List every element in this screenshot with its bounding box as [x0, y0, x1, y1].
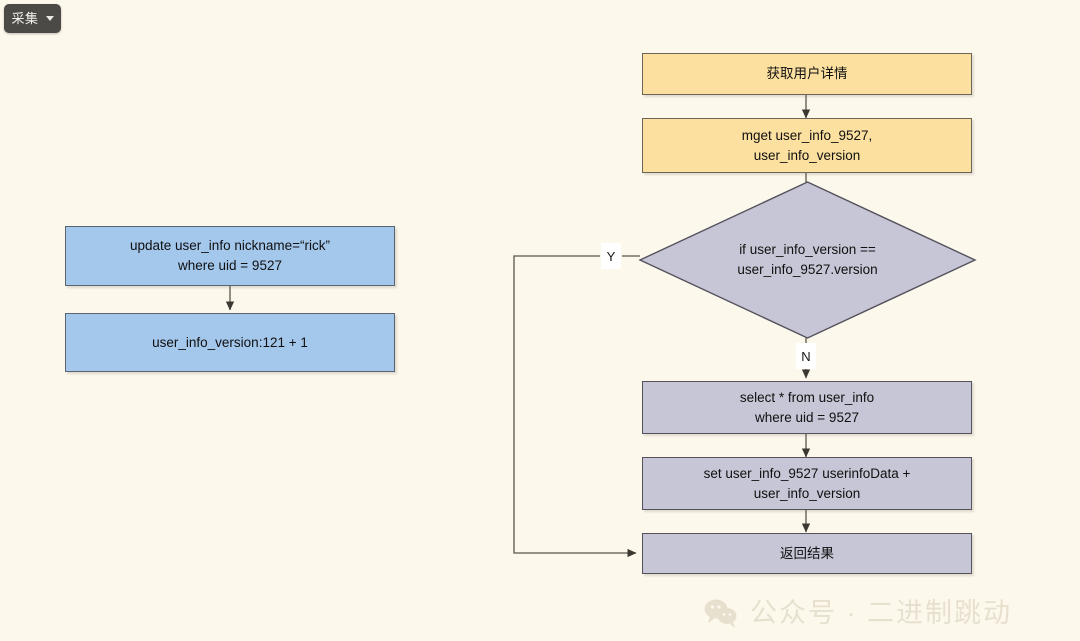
node-set-cache[interactable]: set user_info_9527 userinfoData + user_i…: [642, 457, 972, 510]
node-update-user-info[interactable]: update user_info nickname=“rick” where u…: [65, 226, 395, 286]
node-return-result-label: 返回结果: [780, 545, 834, 561]
node-return-result[interactable]: 返回结果: [642, 533, 972, 574]
chevron-down-icon: [45, 16, 54, 21]
watermark-text: 公众号 · 二进制跳动: [750, 597, 1012, 628]
edge-label-yes: Y: [601, 243, 621, 269]
node-get-user-detail[interactable]: 获取用户详情: [642, 53, 972, 95]
node-version-check[interactable]: if user_info_version == user_info_9527.v…: [638, 181, 977, 339]
node-set-cache-label: set user_info_9527 userinfoData + user_i…: [703, 465, 911, 501]
node-mget-cache[interactable]: mget user_info_9527, user_info_version: [642, 118, 972, 173]
node-select-user-info-label: select * from user_info where uid = 9527: [739, 389, 875, 425]
node-update-user-info-label: update user_info nickname=“rick” where u…: [130, 238, 330, 273]
capture-button[interactable]: 采集: [4, 4, 61, 33]
node-select-user-info[interactable]: select * from user_info where uid = 9527: [642, 381, 972, 434]
node-user-info-version-label: user_info_version:121 + 1: [152, 334, 308, 350]
wechat-icon: [704, 599, 737, 628]
edge-label-no: N: [796, 343, 816, 369]
node-user-info-version[interactable]: user_info_version:121 + 1: [65, 313, 395, 372]
capture-button-label: 采集: [11, 11, 39, 26]
node-get-user-detail-label: 获取用户详情: [766, 66, 848, 82]
node-mget-cache-label: mget user_info_9527, user_info_version: [741, 127, 873, 163]
watermark: 公众号 · 二进制跳动: [704, 598, 1012, 628]
